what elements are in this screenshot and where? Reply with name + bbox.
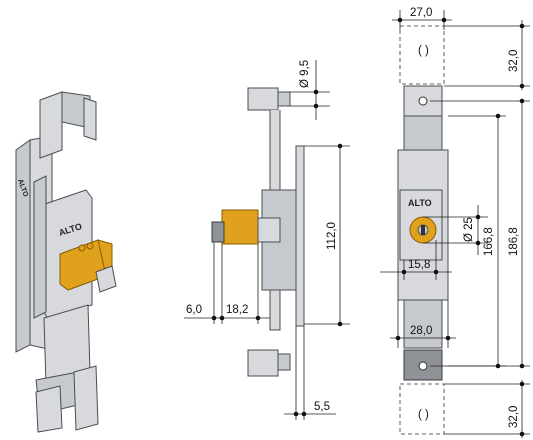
dim-thickness: 5,5 bbox=[314, 401, 330, 413]
dim-cylinder-offset: 15,8 bbox=[408, 259, 430, 271]
brand-label-front: ALTO bbox=[408, 198, 432, 208]
dim-hole-diameter: Ø 9,5 bbox=[299, 60, 311, 88]
dim-offset-mid: 18,2 bbox=[226, 304, 248, 316]
dim-inner-height: 112,0 bbox=[326, 222, 338, 250]
dim-total-height: 186,8 bbox=[508, 227, 520, 256]
front-view: ( ) ALTO ( ) 27,0 32,0 bbox=[380, 7, 530, 438]
dim-cylinder-diameter: Ø 25 bbox=[463, 217, 475, 242]
dim-top-pitch: 32,0 bbox=[508, 50, 520, 72]
dim-center-height: 166,8 bbox=[483, 227, 495, 256]
dim-offset-left: 6,0 bbox=[186, 304, 202, 316]
dim-width-top: 27,0 bbox=[410, 7, 432, 19]
perspective-view: ALTO ALTO bbox=[15, 91, 117, 433]
side-view: Ø 9,5 112,0 6,0 18,2 5,5 bbox=[184, 60, 350, 420]
svg-text:( ): ( ) bbox=[418, 45, 429, 57]
dim-bottom-pitch: 32,0 bbox=[508, 406, 520, 428]
svg-text:( ): ( ) bbox=[418, 409, 429, 421]
dim-width-bottom: 28,0 bbox=[410, 325, 432, 337]
